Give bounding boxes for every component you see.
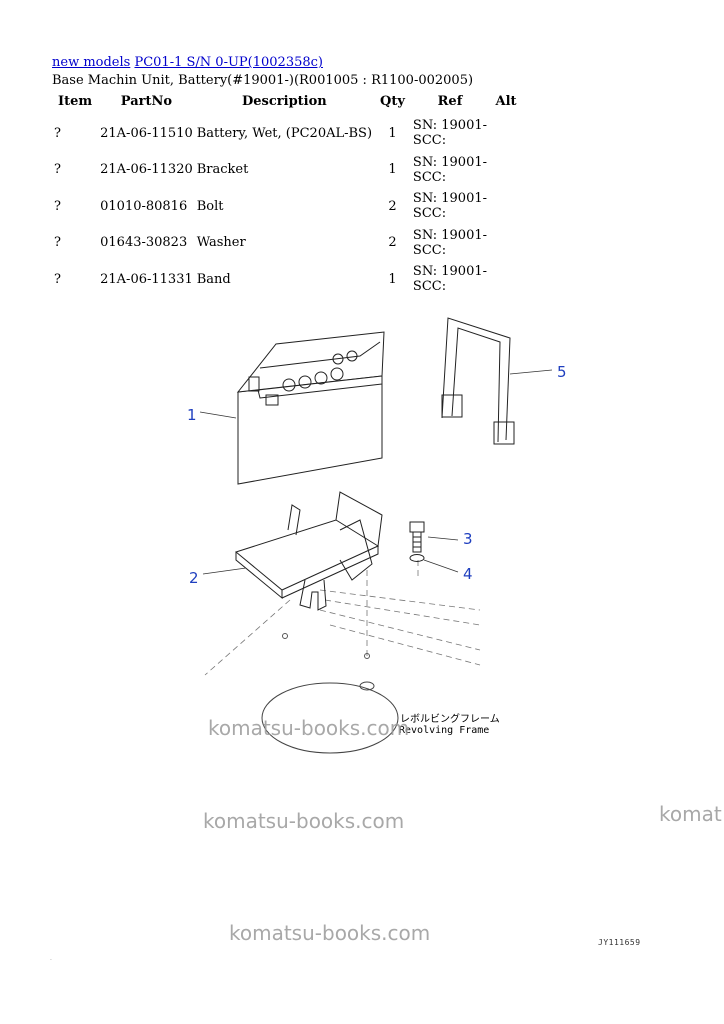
header-item: Item bbox=[58, 94, 93, 109]
cell-item: ? bbox=[54, 271, 61, 287]
cell-description: Band bbox=[196, 271, 231, 287]
ref-scc: SCC: bbox=[412, 279, 447, 295]
page-mark: . bbox=[50, 955, 52, 962]
breadcrumb-link-model[interactable]: PC01-1 S/N 0-UP(1002358c) bbox=[134, 55, 323, 70]
ref-scc: SCC: bbox=[412, 133, 447, 149]
cell-partno: 01643-30823 bbox=[100, 235, 188, 251]
callout-3: 3 bbox=[463, 530, 473, 548]
table-row: ? 21A-06-11331 Band 1 SN: 19001-SCC: bbox=[52, 261, 523, 298]
cell-description: Bolt bbox=[196, 198, 224, 214]
ref-scc: SCC: bbox=[412, 242, 447, 258]
breadcrumb: new models PC01-1 S/N 0-UP(1002358c) bbox=[52, 55, 323, 71]
header-partno: PartNo bbox=[120, 94, 173, 109]
cell-ref: SN: 19001-SCC: bbox=[411, 115, 489, 152]
ref-sn: SN: 19001- bbox=[412, 227, 487, 243]
ref-scc: SCC: bbox=[412, 169, 447, 185]
ref-scc: SCC: bbox=[412, 206, 447, 222]
cell-item: ? bbox=[54, 198, 61, 214]
cell-alt bbox=[489, 115, 523, 152]
cell-qty: 1 bbox=[388, 162, 397, 178]
cell-description: Battery, Wet, (PC20AL-BS) bbox=[196, 125, 373, 141]
cell-ref: SN: 19001-SCC: bbox=[411, 188, 489, 225]
cell-alt bbox=[489, 188, 523, 225]
ref-sn: SN: 19001- bbox=[412, 154, 487, 170]
cell-item: ? bbox=[54, 235, 61, 251]
ref-sn: SN: 19001- bbox=[412, 118, 487, 134]
header-alt: Alt bbox=[495, 94, 517, 109]
table-header-row: Item PartNo Description Qty Ref Alt bbox=[52, 92, 523, 115]
cell-qty: 1 bbox=[388, 271, 397, 287]
cell-ref: SN: 19001-SCC: bbox=[411, 261, 489, 298]
frame-label-en: Revolving Frame bbox=[399, 725, 490, 736]
bracket-drawing bbox=[234, 491, 383, 611]
cell-partno: 21A-06-11510 bbox=[100, 125, 193, 141]
watermark: komatsu-books.com bbox=[229, 921, 431, 945]
table-row: ? 01010-80816 Bolt 2 SN: 19001-SCC: bbox=[52, 188, 523, 225]
cell-description: Washer bbox=[196, 235, 246, 251]
cell-ref: SN: 19001-SCC: bbox=[411, 225, 489, 262]
cell-ref: SN: 19001-SCC: bbox=[411, 152, 489, 189]
watermark: komatsu-books.com bbox=[208, 716, 410, 740]
cell-partno: 21A-06-11331 bbox=[100, 271, 193, 287]
cell-qty: 2 bbox=[388, 235, 397, 251]
callout-1: 1 bbox=[187, 406, 197, 424]
header-qty: Qty bbox=[380, 94, 405, 109]
drawing-code: JY111659 bbox=[598, 938, 641, 947]
parts-table: Item PartNo Description Qty Ref Alt ? 21… bbox=[52, 92, 523, 298]
battery-drawing bbox=[236, 331, 385, 485]
cell-item: ? bbox=[54, 162, 61, 178]
watermark: komat bbox=[659, 802, 722, 826]
callout-2: 2 bbox=[189, 569, 199, 587]
breadcrumb-link-new-models[interactable]: new models bbox=[52, 55, 131, 70]
cell-qty: 1 bbox=[388, 125, 397, 141]
cell-partno: 21A-06-11320 bbox=[100, 162, 193, 178]
callout-4: 4 bbox=[463, 565, 473, 583]
table-row: ? 21A-06-11510 Battery, Wet, (PC20AL-BS)… bbox=[52, 115, 523, 152]
cell-alt bbox=[489, 152, 523, 189]
page-subtitle: Base Machin Unit, Battery(#19001-)(R0010… bbox=[52, 73, 474, 88]
ref-sn: SN: 19001- bbox=[412, 264, 487, 280]
table-row: ? 01643-30823 Washer 2 SN: 19001-SCC: bbox=[52, 225, 523, 262]
revolving-frame-lines bbox=[204, 560, 481, 676]
cell-qty: 2 bbox=[388, 198, 397, 214]
callout-5: 5 bbox=[557, 363, 567, 381]
cell-alt bbox=[489, 225, 523, 262]
frame-label-jp: レボルビングフレーム bbox=[400, 714, 500, 725]
band-drawing bbox=[441, 317, 515, 445]
parts-diagram bbox=[199, 317, 553, 754]
header-ref: Ref bbox=[437, 94, 463, 109]
washer-drawing bbox=[409, 554, 425, 562]
table-row: ? 21A-06-11320 Bracket 1 SN: 19001-SCC: bbox=[52, 152, 523, 189]
watermark: komatsu-books.com bbox=[203, 809, 405, 833]
cell-alt bbox=[489, 261, 523, 298]
header-description: Description bbox=[242, 94, 327, 109]
cell-description: Bracket bbox=[196, 162, 249, 178]
ref-sn: SN: 19001- bbox=[412, 191, 487, 207]
bolt-drawing bbox=[409, 521, 425, 553]
cell-partno: 01010-80816 bbox=[100, 198, 188, 214]
cell-item: ? bbox=[54, 125, 61, 141]
